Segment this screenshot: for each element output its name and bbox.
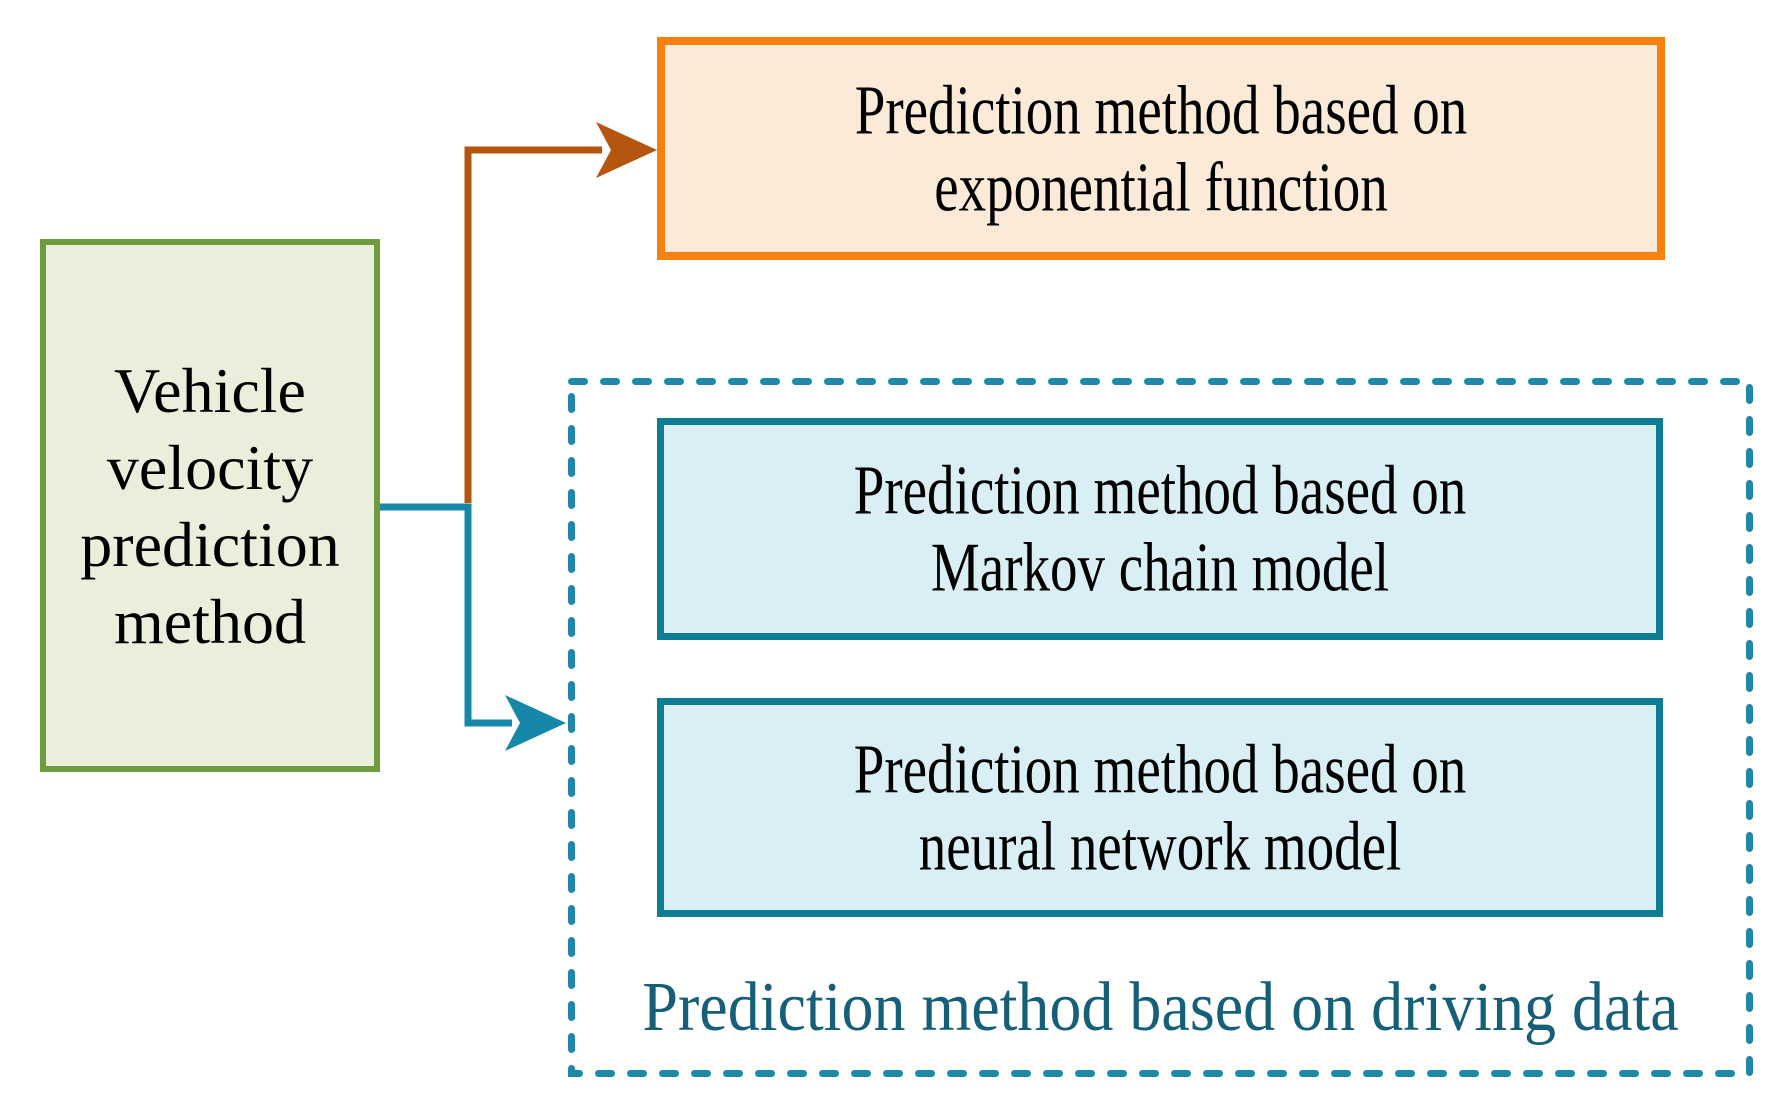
box-text-line: Vehicle [114,354,306,426]
teal-connector-line [376,503,512,727]
box-text-line: neural network model [918,806,1402,885]
box-text-line: Prediction method based on [853,450,1467,529]
neural-network-method-box: Prediction method based on neural networ… [657,698,1663,917]
vehicle-velocity-method-box: Vehicle velocity prediction method [40,239,380,772]
box-text: Prediction method based on exponential f… [854,70,1468,226]
orange-connector-line [464,146,602,503]
box-text-line: exponential function [934,147,1388,226]
orange-arrowhead-icon [596,122,657,178]
markov-chain-method-box: Prediction method based on Markov chain … [657,418,1663,640]
exponential-function-method-box: Prediction method based on exponential f… [657,37,1665,260]
box-text-line: method [114,585,306,657]
box-text-line: prediction [80,508,340,580]
driving-group-dashed-outline [568,378,1753,1077]
box-text-line: Prediction method based on [853,729,1467,808]
box-text-line: Markov chain model [930,527,1390,606]
box-text-line: Prediction method based on [854,70,1468,149]
box-text-line: velocity [106,431,314,503]
box-text: Prediction method based on Markov chain … [854,452,1467,606]
driving-data-group-label: Prediction method based on driving data [642,967,1679,1046]
box-text: Prediction method based on neural networ… [853,729,1467,885]
teal-arrowhead-icon [505,695,566,751]
